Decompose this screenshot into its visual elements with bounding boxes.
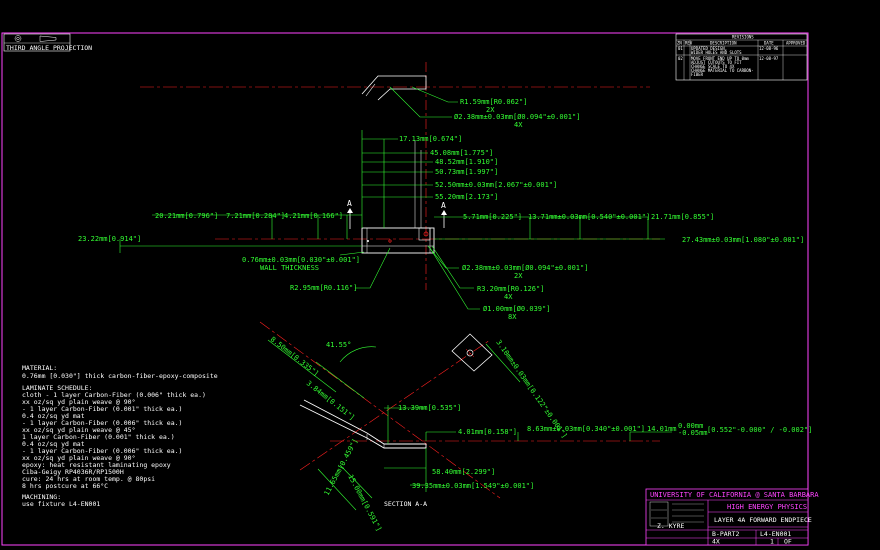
laminate-line: 0.4 oz/sq yd mat <box>22 440 85 448</box>
laminate-line: - 1 layer Carbon-Fiber (0.006" thick ea.… <box>22 419 182 427</box>
rev-2-desc4: CHANGE MATERIAL TO CARBON- <box>691 68 754 73</box>
title-scale: 4X <box>712 538 720 546</box>
dim-tol-bot: -0.05mm <box>678 429 708 437</box>
dim-sec-4: 4.01mm[0.158"] <box>458 428 517 436</box>
machining-title: MACHINING: <box>22 493 61 501</box>
dim-tol-in: [0.552"-0.000" / -0.002"] <box>707 426 812 434</box>
dim-4: 4.21mm[0.166"] <box>284 212 343 220</box>
rev-1-desc2: WIDER HOLES AND SLOTS <box>691 50 742 55</box>
rev-2-date: 12-08-97 <box>759 56 779 61</box>
notes-block: MATERIAL: 0.76mm [0.030"] thick carbon-f… <box>22 364 218 508</box>
laminate-line: 0.4 oz/sq yd mat <box>22 412 85 420</box>
dim-7: 7.21mm[0.284"] <box>226 212 285 220</box>
title-part-name: LAYER 4A FORWARD ENDPIECE <box>714 516 812 524</box>
laminate-line: 1 layer Carbon-Fiber (0.001" thick ea.) <box>22 433 175 441</box>
rev-2-desc2: ADJUST CUTOUTS TO FIT <box>691 60 742 65</box>
rev-1-desc: UPDATED DESIGN, <box>691 46 727 51</box>
revision-block: REVISIONS ZN REV DESCRIPTION DATE APPROV… <box>675 33 808 81</box>
dim-hole-mid-qty: 2X <box>514 272 523 280</box>
dim-hole-small: Ø1.00mm[Ø0.039"] <box>483 305 550 313</box>
laminate-line: xx oz/sq yd plain weave @ 45° <box>22 426 136 434</box>
dim-wall: 0.76mm±0.03mm[0.030"±0.001"] <box>242 256 360 264</box>
dim-r3: R2.95mm[R0.116"] <box>290 284 357 292</box>
dim-sec-13: 13.39mm[0.535"] <box>398 404 461 412</box>
dimension-texts: R1.59mm[R0.062"] 2X Ø2.38mm±0.03mm[Ø0.09… <box>78 98 812 533</box>
dim-angle: 41.55° <box>326 341 351 349</box>
laminate-line: - 1 layer Carbon-Fiber (0.001" thick ea.… <box>22 405 182 413</box>
projection-caption: THIRD ANGLE PROJECTION <box>6 44 92 52</box>
section-view: SECTION A-A <box>259 321 660 508</box>
dim-hole-top: Ø2.38mm±0.03mm[Ø0.094"±0.001"] <box>454 113 580 121</box>
rev-2-desc: MOVE FRONT END UP TO 0mm <box>691 56 749 61</box>
rev-2-id: 02 <box>678 56 683 61</box>
rev-header-date: DATE <box>764 41 774 46</box>
material-title: MATERIAL: <box>22 364 57 372</box>
dim-27: 27.43mm±0.03mm[1.080"±0.001"] <box>682 236 804 244</box>
dim-20: 20.21mm[0.796"] <box>155 212 218 220</box>
title-of: OF <box>784 538 792 546</box>
laminate-line: Ciba-Geigy RP4036R/RP1500H <box>22 468 124 476</box>
title-block: UNIVERSITY OF CALIFORNIA @ SANTA BARBARA… <box>645 488 819 546</box>
title-org: UNIVERSITY OF CALIFORNIA @ SANTA BARBARA <box>650 491 819 499</box>
laminate-title: LAMINATE SCHEDULE: <box>22 384 92 392</box>
dim-13: 13.71mm±0.03mm[0.540"±0.001"] <box>528 213 650 221</box>
dim-17: 17.13mm[0.674"] <box>399 135 462 143</box>
title-sheet: 1 <box>770 538 774 546</box>
dim-48: 48.52mm[1.910"] <box>435 158 498 166</box>
laminate-line: epoxy: heat resistant laminating epoxy <box>22 461 171 469</box>
dim-23: 23.22mm[0.914"] <box>78 235 141 243</box>
laminate-line: 8 hrs postcure at 66°C <box>22 482 108 490</box>
dim-sec-8-50: 8.50mm[0.335"] <box>269 335 320 378</box>
rev-header-zn: ZN <box>677 41 682 46</box>
dim-radius: R1.59mm[R0.062"] <box>460 98 527 106</box>
laminate-line: xx oz/sq yd plain weave @ 90° <box>22 454 136 462</box>
top-view <box>140 62 650 150</box>
rev-1-id: 01 <box>678 46 683 51</box>
dim-hole-small-qty: 8X <box>508 313 517 321</box>
laminate-line: cloth - 1 layer Carbon-Fiber (0.006" thi… <box>22 391 206 399</box>
dim-sec-8-63: 8.63mm±0.03mm[0.340"±0.001"] <box>527 425 645 433</box>
dim-radius-qty: 2X <box>486 106 495 114</box>
section-mark-right: A <box>441 201 446 210</box>
dim-r320: R3.20mm[R0.126"] <box>477 285 544 293</box>
dim-wall-label: WALL THICKNESS <box>260 264 319 272</box>
rev-header-desc: DESCRIPTION <box>710 41 737 46</box>
title-drawn: Z. KYRE <box>657 522 684 530</box>
dim-sec-3-84: 3.84mm[0.151"] <box>305 379 356 422</box>
laminate-line: cure: 24 hrs at room temp. @ 80psi <box>22 475 155 483</box>
dimension-lines <box>119 86 672 511</box>
rev-header-rev: REV <box>685 41 693 46</box>
dim-hole-mid: Ø2.38mm±0.03mm[Ø0.094"±0.001"] <box>462 264 588 272</box>
rev-header-approved: APPROVED <box>786 41 806 46</box>
title-part: B-PART2 <box>712 530 739 538</box>
dim-sec-15: 15.00mm[0.591"] <box>346 473 383 533</box>
revision-title: REVISIONS <box>732 35 754 40</box>
machining-text: use fixture L4-EN001 <box>22 500 100 508</box>
title-dept: HIGH ENERGY PHYSICS <box>727 503 807 511</box>
dim-50: 50.73mm[1.997"] <box>435 168 498 176</box>
dim-hole-top-qty: 4X <box>514 121 523 129</box>
dim-sec-58: 58.40mm[2.299"] <box>432 468 495 476</box>
material-text: 0.76mm [0.030"] thick carbon-fiber-epoxy… <box>22 372 218 380</box>
dim-sec-14: 14.01mm <box>647 425 677 433</box>
title-drawing-no: L4-EN001 <box>760 530 791 538</box>
dim-5: 5.71mm[0.225"] <box>463 213 522 221</box>
rev-2-desc5: FIBER <box>691 72 704 77</box>
laminate-line: xx oz/sq yd plain weave @ 90° <box>22 398 136 406</box>
section-label: SECTION A-A <box>384 500 427 508</box>
drawing-border <box>1 32 809 546</box>
dim-21: 21.71mm[0.855"] <box>651 213 714 221</box>
laminate-line: - 1 layer Carbon-Fiber (0.006" thick ea.… <box>22 447 182 455</box>
dim-r320-qty: 4X <box>504 293 513 301</box>
dim-tol-top: 0.00mm <box>678 422 703 430</box>
dim-45: 45.08mm[1.775"] <box>430 149 493 157</box>
section-mark-left: A <box>347 199 352 208</box>
dim-52: 52.50mm±0.03mm[2.067"±0.001"] <box>435 181 557 189</box>
projection-logo: THIRD ANGLE PROJECTION <box>3 33 92 52</box>
rev-2-desc3: CHANGE SCALE TO 4X <box>691 64 735 69</box>
dim-sec-39: 39.35mm±0.03mm[1.549"±0.001"] <box>412 482 534 490</box>
rev-1-date: 12-08-96 <box>759 46 779 51</box>
dim-55: 55.20mm[2.173"] <box>435 193 498 201</box>
